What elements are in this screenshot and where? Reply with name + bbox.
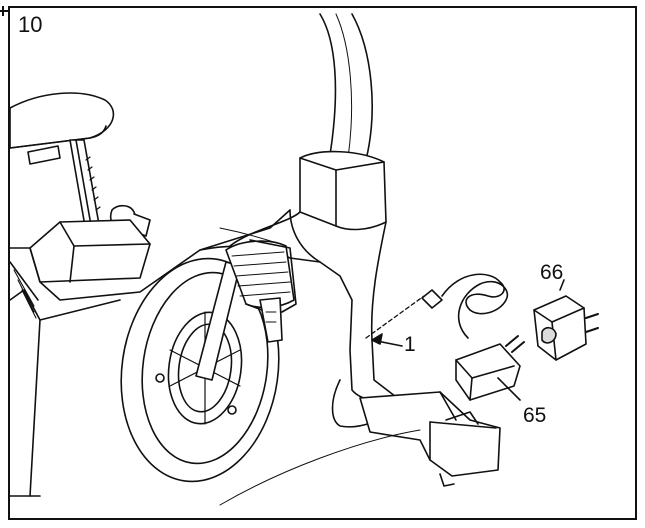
plug-adapter-icon <box>533 279 599 361</box>
part-label-1: 1 <box>404 333 416 356</box>
corner-mark <box>2 6 4 16</box>
part-label-66: 66 <box>540 261 564 284</box>
callout-arrow-1 <box>371 333 403 347</box>
insertion-guide-line <box>365 295 425 339</box>
pedal-crank-icon <box>195 239 297 381</box>
seat-icon <box>9 92 115 149</box>
power-adapter-icon <box>455 335 525 401</box>
step-number: 10 <box>18 12 43 37</box>
part-label-65: 65 <box>523 404 547 427</box>
seat-post-icon <box>27 139 101 233</box>
corner-mark <box>0 10 8 12</box>
figure-frame <box>8 6 637 520</box>
cord-plug-icon <box>421 273 509 339</box>
seat-collar-icon <box>29 219 151 283</box>
front-stabilizer-icon <box>359 391 501 487</box>
handlebar-post-icon <box>319 13 373 161</box>
